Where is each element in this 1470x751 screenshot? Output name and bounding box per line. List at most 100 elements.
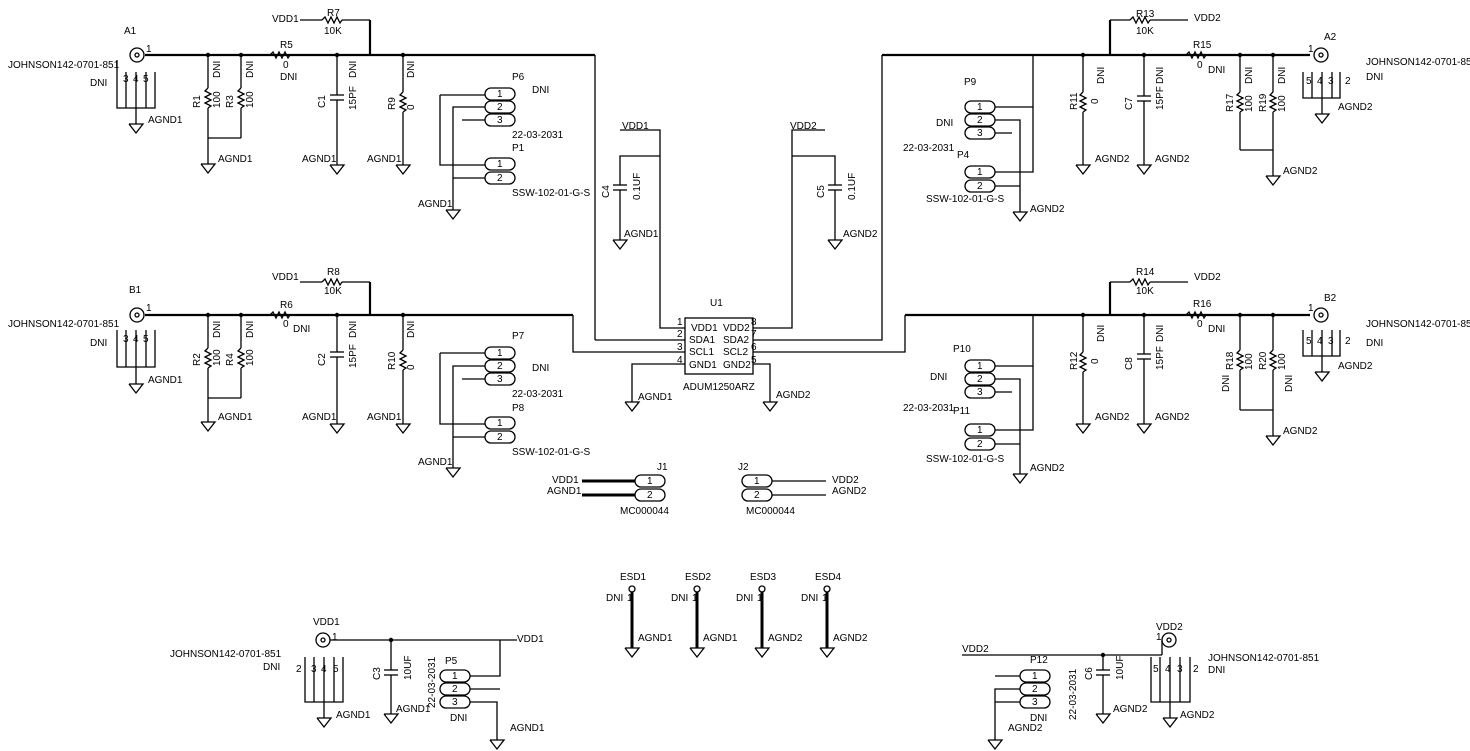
label-b2-p5: 5 [1306,336,1312,347]
label-c2-val: 15PF [348,344,359,368]
label-bl-ref: VDD1 [313,617,340,628]
wire [445,467,462,479]
label-r12-gnd: AGND2 [1095,412,1130,423]
label-r2-dni: DNI [212,321,223,338]
label-r9-gnd: AGND1 [367,154,402,165]
label-r4-dni: DNI [245,321,256,338]
label-r18-dni: DNI [1221,375,1232,392]
label-p4-2: 2 [977,181,983,192]
label-p1-gnd: AGND1 [418,199,453,210]
label-p5-2: 2 [452,684,458,695]
wire [128,383,145,395]
label-r20-dni: DNI [1284,375,1295,392]
label-p5-part: 22-03-2031 [427,656,438,708]
label-c6-ref: C6 [1084,667,1095,680]
label-r19-ref: R19 [1258,93,1269,112]
label-p6-part: 22-03-2031 [512,130,564,141]
connector-pin [484,157,516,171]
wire [612,239,629,251]
label-a2-p3: 3 [1328,76,1334,87]
label-a2-p4: 4 [1317,76,1323,87]
label-c5-ref: C5 [816,185,827,198]
wire [631,363,685,402]
wire [1075,164,1092,176]
label-esd1-dni: DNI [606,593,623,604]
label-br-p2: 2 [1193,664,1199,675]
label-r16-val: 0 [1197,319,1203,330]
label-c3-val: 10UF [403,656,414,680]
label-r10-ref: R10 [387,351,398,370]
label-p1-part: SSW-102-01-G-S [512,188,591,199]
wire [1185,50,1207,60]
label-c7-dni: DNI [1155,67,1166,84]
label-c8-ref: C8 [1124,357,1135,370]
label-bl-p2: 2 [296,664,302,675]
label-p10-ref: P10 [953,344,971,355]
label-r11-ref: R11 [1069,92,1080,110]
label-esd3-ref: ESD3 [750,572,777,583]
label-r17-dni: DNI [1244,67,1255,84]
label-b2-gnd: AGND2 [1338,361,1373,372]
wire [994,688,1020,740]
label-p7-part: 22-03-2031 [512,389,564,400]
label-br-ref: VDD2 [1156,622,1183,633]
label-bl-part: JOHNSON142-0701-851 [170,649,282,660]
label-esd3-gnd: AGND2 [768,633,803,644]
test-point-icon [693,585,701,593]
label-br-gnd: AGND2 [1180,710,1215,721]
label-r5-ref: R5 [280,40,293,51]
label-r1-ref: R1 [192,95,203,108]
label-r3-val: 100 [245,91,256,108]
label-r1719-gnd: AGND2 [1283,166,1318,177]
label-r1-dni: DNI [212,61,223,78]
label-esd2-1: 1 [692,593,698,604]
label-r3-dni: DNI [245,61,256,78]
label-u1-scl2: SCL2 [723,347,748,358]
label-vdd2-r14: VDD2 [1194,272,1221,283]
label-r15-dni: DNI [1208,65,1225,76]
coax-center-icon [1166,637,1172,643]
label-c1-gnd: AGND1 [302,154,337,165]
wire [128,123,145,135]
label-j1-gnd: AGND1 [547,486,582,497]
label-r5-dni: DNI [280,72,297,83]
label-a1-ref: A1 [124,26,137,37]
label-r13-val: 10K [1136,26,1154,37]
wire [1162,717,1179,729]
label-esd3-1: 1 [757,593,763,604]
label-p6-3: 3 [497,115,503,126]
wire [624,401,641,413]
coax-connector-icon [1161,632,1177,648]
wire [452,365,485,468]
label-c2-ref: C2 [317,353,328,366]
label-p12-1: 1 [1032,671,1038,682]
wire [1129,15,1151,25]
label-p8-2: 2 [497,432,503,443]
wire [987,739,1004,751]
label-c1-ref: C1 [317,95,328,108]
wires [116,15,1341,751]
label-p12-3: 3 [1032,697,1038,708]
label-p1-1: 1 [497,159,503,170]
label-p7-3: 3 [497,374,503,385]
wire [572,315,685,353]
label-p11-ref: P11 [953,406,970,417]
label-esd1-1: 1 [627,593,633,604]
label-c7-val: 15PF [1155,86,1166,110]
wire [1012,211,1029,223]
label-p10-part: 22-03-2031 [903,403,955,414]
label-r20-ref: R20 [1258,351,1269,370]
wire [398,349,408,371]
label-p10-dni: DNI [930,372,947,383]
label-j1-2: 2 [647,490,653,501]
wire [383,713,400,725]
label-c3-gnd: AGND1 [396,704,431,715]
label-esd1-ref: ESD1 [620,572,647,583]
label-p6-2: 2 [497,102,503,113]
label-p7-2: 2 [497,361,503,372]
label-esd4-gnd: AGND2 [833,633,868,644]
coax-center-icon [134,312,140,318]
label-c4-val: 0.1UF [632,173,643,200]
label-p4-gnd: AGND2 [1030,204,1065,215]
wire [995,366,1034,431]
